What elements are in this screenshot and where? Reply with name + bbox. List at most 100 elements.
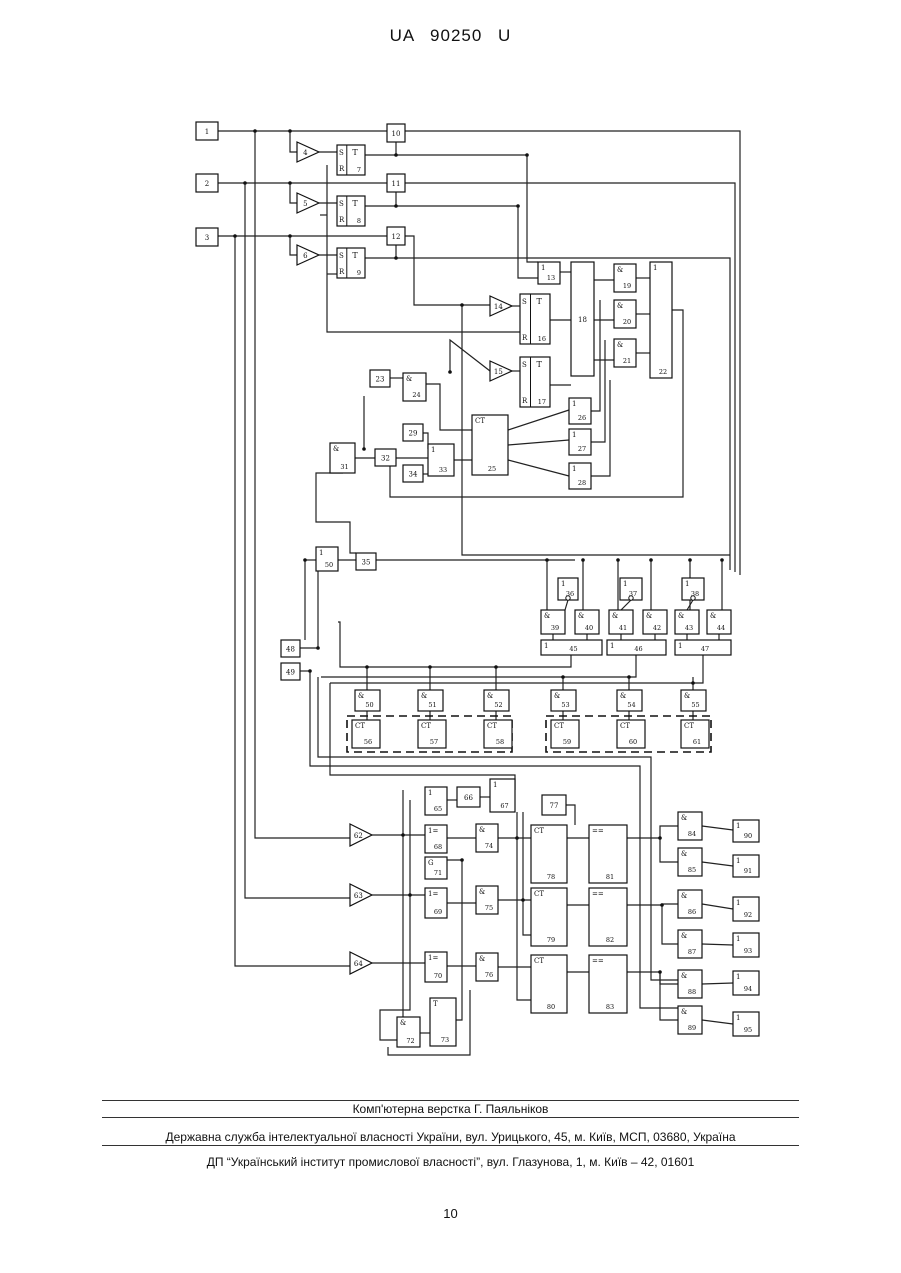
- svg-text:&: &: [406, 375, 412, 383]
- block-24: &24: [403, 373, 426, 401]
- svg-text:&: &: [681, 1008, 687, 1016]
- svg-text:R: R: [339, 268, 345, 276]
- wire-120: [380, 800, 410, 1040]
- block-68: 1=68: [425, 825, 447, 853]
- svg-text:11: 11: [392, 180, 401, 188]
- block-64-amp: 64: [350, 952, 372, 974]
- wire-16: [365, 155, 538, 262]
- svg-text:50: 50: [325, 561, 333, 569]
- block-10: 10: [387, 124, 405, 142]
- svg-text:35: 35: [362, 559, 371, 567]
- block-35: 35: [356, 553, 376, 570]
- circuit-blocks: 123456SRT7SRT8SRT91011121131415SRT16SRT1…: [196, 122, 759, 1047]
- svg-text:74: 74: [485, 842, 493, 850]
- wire-117: [702, 983, 733, 984]
- svg-text:3: 3: [205, 234, 209, 242]
- svg-text:&: &: [620, 692, 626, 700]
- svg-text:CT: CT: [684, 722, 694, 730]
- svg-text:69: 69: [434, 908, 442, 916]
- svg-text:53: 53: [561, 701, 569, 709]
- svg-text:&: &: [710, 612, 716, 620]
- svg-text:31: 31: [340, 463, 348, 471]
- svg-text:S: S: [522, 298, 527, 306]
- svg-text:1: 1: [205, 128, 209, 136]
- svg-text:8: 8: [357, 217, 361, 225]
- block-13: 113: [538, 262, 560, 284]
- svg-text:1: 1: [685, 580, 689, 588]
- footer-institute: ДП “Український інститут промислової вла…: [0, 1155, 901, 1169]
- block-78: CT78: [531, 825, 567, 883]
- svg-text:1: 1: [428, 789, 432, 797]
- wire-113: [702, 826, 733, 830]
- svg-text:71: 71: [434, 869, 442, 877]
- svg-text:26: 26: [578, 414, 586, 422]
- junction-dot: [688, 558, 692, 562]
- svg-text:32: 32: [381, 455, 390, 463]
- block-42: &42: [643, 610, 667, 634]
- svg-text:CT: CT: [534, 957, 544, 965]
- svg-text:1: 1: [572, 465, 576, 473]
- block-27: 127: [569, 429, 591, 455]
- block-73: T 73: [430, 998, 456, 1046]
- block-52: &52: [484, 690, 509, 711]
- wire-112: [660, 972, 678, 1020]
- svg-text:88: 88: [688, 988, 696, 996]
- svg-text:T: T: [537, 360, 543, 369]
- svg-text:68: 68: [434, 843, 442, 851]
- svg-text:61: 61: [693, 738, 701, 746]
- svg-text:1: 1: [736, 857, 740, 865]
- svg-text:CT: CT: [534, 827, 544, 835]
- svg-text:58: 58: [496, 738, 504, 746]
- svg-text:S: S: [522, 361, 527, 369]
- svg-text:1: 1: [736, 1014, 740, 1022]
- block-43: &43: [675, 610, 699, 634]
- block-56: CT56: [352, 720, 380, 748]
- svg-text:9: 9: [357, 269, 361, 277]
- wire-52: [450, 340, 490, 372]
- wire-53: [316, 473, 356, 553]
- junction-dot: [253, 129, 257, 133]
- junction-dot: [658, 970, 662, 974]
- wire-45: [508, 410, 569, 430]
- junction-dot: [401, 833, 405, 837]
- svg-text:&: &: [681, 932, 687, 940]
- block-48: 48: [281, 640, 300, 657]
- junction-dot: [525, 153, 529, 157]
- svg-text:T: T: [433, 1000, 438, 1008]
- svg-text:43: 43: [685, 624, 693, 632]
- block-15-label: 15: [494, 368, 503, 376]
- block-63-label: 63: [354, 892, 363, 900]
- block-40: &40: [575, 610, 599, 634]
- block-45: 145: [541, 640, 602, 655]
- svg-text:54: 54: [627, 701, 635, 709]
- svg-text:S: S: [339, 252, 344, 260]
- block-6-label: 6: [303, 252, 308, 260]
- block-2: 2: [196, 174, 218, 192]
- svg-text:73: 73: [441, 1036, 449, 1044]
- svg-text:65: 65: [434, 805, 442, 813]
- svg-text:&: &: [333, 445, 339, 453]
- block-14-label: 14: [494, 303, 503, 311]
- wire-11: [290, 183, 297, 203]
- svg-text:40: 40: [585, 624, 593, 632]
- svg-text:==: ==: [592, 957, 604, 965]
- wire-10: [290, 131, 297, 152]
- svg-text:48: 48: [286, 646, 295, 654]
- block-72: &72: [397, 1017, 420, 1047]
- svg-text:1: 1: [653, 264, 657, 272]
- svg-text:1=: 1=: [428, 890, 438, 898]
- svg-text:&: &: [479, 955, 485, 963]
- svg-text:83: 83: [606, 1003, 614, 1011]
- block-47: 147: [675, 640, 731, 655]
- wire-66: [565, 600, 568, 610]
- block-4-amp: 4: [297, 142, 319, 162]
- block-88: &88: [678, 970, 702, 998]
- wire-118: [702, 1020, 733, 1024]
- svg-text:&: &: [554, 692, 560, 700]
- junction-dot: [627, 675, 631, 679]
- svg-text:91: 91: [744, 867, 752, 875]
- junction-dot: [394, 256, 398, 260]
- block-57: CT57: [418, 720, 446, 748]
- svg-text:1: 1: [736, 899, 740, 907]
- wire-9: [235, 236, 350, 966]
